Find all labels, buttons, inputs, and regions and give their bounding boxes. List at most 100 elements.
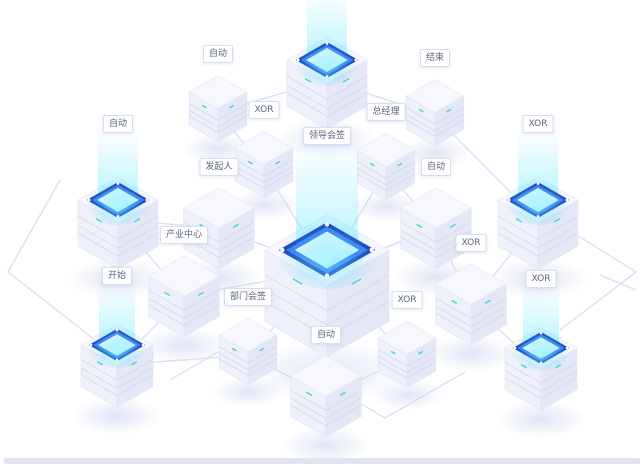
frame-bolt	[354, 58, 358, 62]
frame-bolt	[565, 346, 569, 350]
status-led	[449, 223, 456, 229]
node-label: 自动	[420, 157, 452, 176]
server-node-n14[interactable]	[212, 318, 284, 407]
node-top-face	[435, 263, 507, 305]
frame-bolt	[513, 346, 517, 350]
node-seam	[435, 312, 507, 334]
node-seam	[378, 355, 436, 374]
node-seam	[504, 370, 578, 392]
node-seam	[219, 346, 277, 364]
server-node-n11[interactable]	[140, 255, 228, 364]
server-node-n15[interactable]	[371, 321, 443, 410]
status-led	[390, 350, 396, 355]
server-node-n6[interactable]	[68, 130, 168, 300]
status-led	[418, 350, 424, 355]
node-shadow	[427, 335, 515, 372]
node-seam	[290, 404, 362, 426]
status-led	[229, 104, 235, 109]
server-node-n10[interactable]	[392, 187, 480, 296]
frame-bolt	[116, 215, 120, 218]
node-seam	[290, 397, 362, 419]
status-led	[201, 104, 207, 109]
node-seam	[378, 349, 436, 367]
node-seam	[77, 215, 159, 240]
status-led	[369, 162, 375, 167]
node-shadow	[496, 400, 586, 438]
node-seam	[264, 288, 390, 326]
status-led	[339, 391, 346, 397]
node-seam	[504, 362, 578, 384]
status-led	[418, 108, 424, 113]
node-seam	[406, 113, 464, 132]
node-top-face	[234, 131, 294, 165]
node-label: XOR	[391, 291, 423, 310]
node-seam	[80, 359, 154, 381]
frame-bolt	[116, 182, 120, 185]
node-seam	[497, 224, 579, 249]
node-seam	[148, 304, 220, 326]
node-label: 结束	[419, 49, 451, 68]
screen-glow	[512, 325, 570, 371]
frame-bolt	[324, 273, 330, 278]
status-led	[306, 391, 313, 397]
server-node-n16[interactable]	[496, 285, 586, 438]
node-label: 发起人	[199, 157, 239, 176]
node-shadow	[371, 379, 443, 410]
frame-bolt	[324, 222, 330, 227]
connector-line	[599, 274, 637, 291]
node-seam	[219, 358, 277, 376]
server-node-n17[interactable]	[282, 355, 370, 464]
node-seam	[378, 361, 436, 379]
node-top-face	[356, 133, 416, 167]
node-seam	[357, 161, 415, 179]
node-seam	[264, 274, 390, 312]
node-seam	[357, 173, 415, 191]
node-label: XOR	[522, 115, 554, 133]
status-led	[275, 160, 281, 165]
frame-bolt	[369, 247, 374, 253]
node-seam	[235, 165, 293, 184]
server-node-n13[interactable]	[72, 282, 162, 435]
node-seam	[77, 232, 159, 257]
frame-bolt	[141, 343, 145, 347]
status-led	[451, 299, 458, 305]
status-led	[164, 291, 171, 297]
frame-bolt	[296, 58, 300, 62]
frame-bolt	[115, 328, 119, 332]
node-top-face	[218, 318, 278, 352]
node-shadow	[282, 427, 370, 464]
node-seam	[219, 352, 277, 371]
server-node-n3[interactable]	[399, 79, 471, 168]
node-label: 自动	[310, 325, 342, 344]
frame-bolt	[87, 198, 91, 202]
node-label: XOR	[248, 101, 280, 120]
server-node-n2[interactable]	[182, 75, 254, 164]
node-seam	[406, 107, 464, 125]
node-shadow	[399, 137, 471, 168]
node-seam	[286, 92, 368, 117]
screen-glow	[88, 322, 146, 368]
frame-bolt	[539, 361, 543, 365]
node-label: 开始	[101, 266, 133, 285]
status-led	[232, 223, 239, 229]
node-seam	[189, 103, 247, 121]
node-seam	[189, 109, 247, 128]
status-led	[397, 162, 403, 167]
status-led	[416, 223, 423, 229]
node-seam	[435, 305, 507, 327]
server-node-n12[interactable]	[427, 263, 515, 372]
node-seam	[400, 221, 472, 243]
node-shadow	[140, 327, 228, 364]
status-led	[484, 299, 491, 305]
status-led	[259, 347, 265, 352]
status-led	[247, 160, 253, 165]
node-seam	[497, 232, 579, 257]
node-label: XOR	[525, 269, 557, 288]
frame-bolt	[89, 343, 93, 347]
bottom-scroll-track	[4, 458, 640, 464]
frame-bolt	[280, 247, 285, 253]
node-seam	[77, 224, 159, 249]
node-top-face	[188, 75, 248, 109]
